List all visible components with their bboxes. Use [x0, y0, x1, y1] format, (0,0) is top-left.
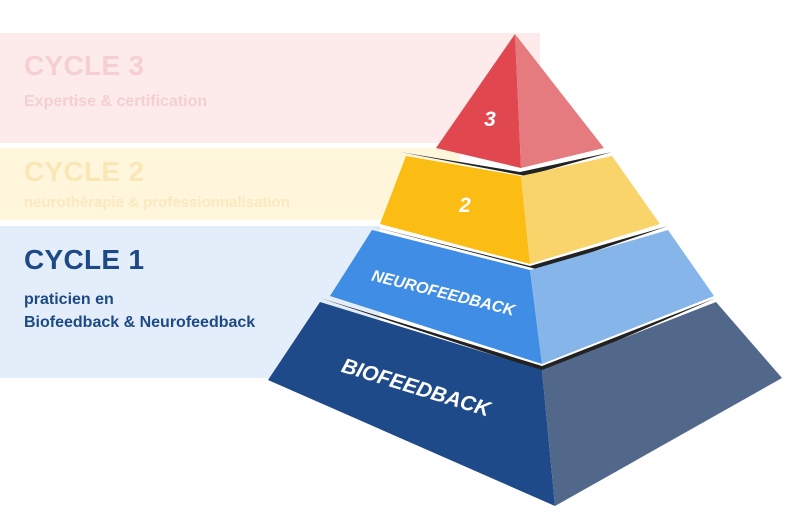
tier-2-label: 2 [458, 194, 471, 217]
cycle-3-band [0, 33, 540, 143]
cycle-2-title: CYCLE 2 [24, 156, 145, 187]
tier-2-front [380, 156, 530, 264]
tier-2-side [521, 156, 660, 264]
tier-biofeedback-front [268, 302, 555, 506]
cycle-2-band [0, 148, 460, 220]
tier-neurofeedback-front [330, 230, 542, 364]
cycle-3-title: CYCLE 3 [24, 50, 145, 81]
tier-gap-shadow [400, 152, 612, 176]
cycle-1-title: CYCLE 1 [24, 244, 145, 275]
tier-biofeedback-side [542, 302, 782, 506]
tier-neurofeedback-side [530, 230, 714, 364]
tier-3-label: 3 [484, 108, 496, 131]
cycle-1-subtitle-line-2: Biofeedback & Neurofeedback [24, 314, 256, 331]
cycle-2-subtitle: neurothérapie & professionnalisation [24, 194, 290, 211]
tier-3-side [515, 34, 604, 168]
tier-3-front [436, 34, 521, 168]
cycle-3-subtitle: Expertise & certification [24, 93, 208, 110]
cycle-1-subtitle-line-1: praticien en [24, 291, 114, 308]
cycle-1-subtitle: praticien en Biofeedback & Neurofeedback [24, 288, 255, 334]
